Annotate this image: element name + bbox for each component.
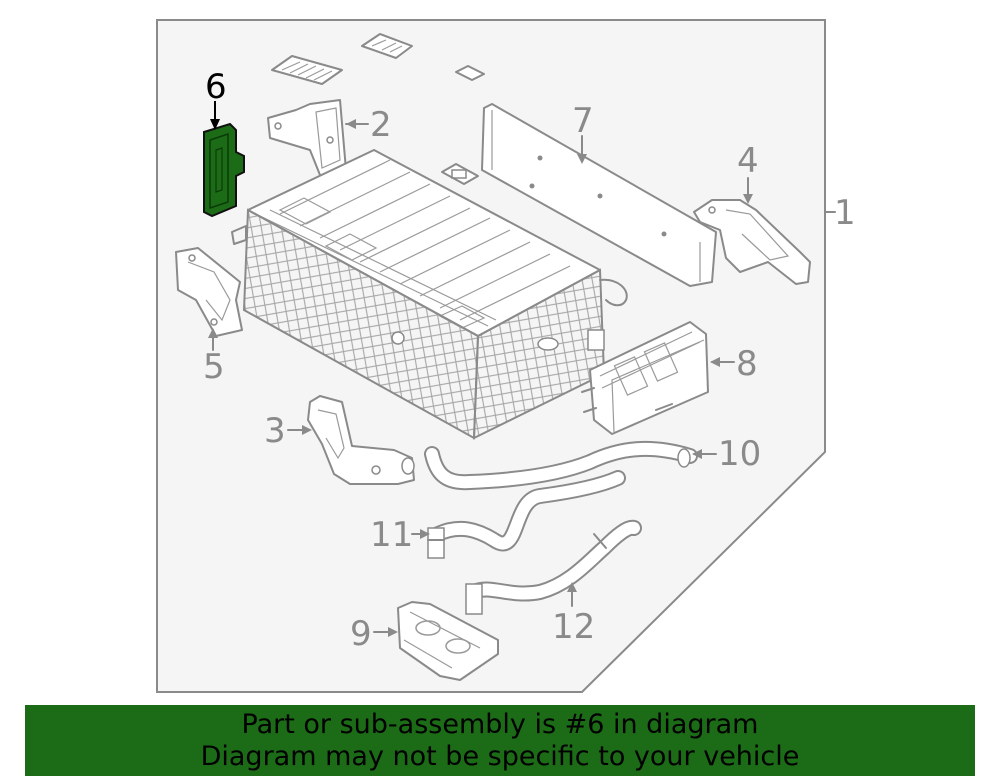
battery-pack [231, 149, 628, 440]
panel-part-7 [481, 103, 717, 287]
callout-8: 8 [736, 344, 758, 384]
pad-part-d [441, 163, 479, 185]
callout-7: 7 [572, 101, 594, 141]
callout-4: 4 [737, 141, 759, 181]
info-banner: Part or sub-assembly is #6 in diagram Di… [25, 705, 975, 776]
parts-diagram: 1 2 3 4 5 6 7 8 9 10 11 12 [156, 19, 856, 693]
callout-11: 11 [370, 515, 413, 555]
bracket-part-3 [307, 395, 415, 485]
callout-3: 3 [264, 411, 286, 451]
callout-5: 5 [203, 347, 225, 387]
tray-part-9 [397, 601, 499, 681]
pad-part-c [455, 65, 485, 81]
banner-line-2: Diagram may not be specific to your vehi… [200, 740, 800, 772]
callout-2: 2 [370, 105, 392, 145]
module-part-6 [203, 122, 245, 218]
banner-line-1: Part or sub-assembly is #6 in diagram [241, 708, 759, 740]
callout-10: 10 [718, 434, 761, 474]
bracket-part-4 [693, 199, 811, 285]
callout-9: 9 [350, 614, 372, 654]
callout-12: 12 [552, 607, 595, 647]
hose-part-12 [465, 519, 642, 615]
callout-6: 6 [205, 67, 227, 107]
hose-part-11 [427, 470, 626, 559]
callout-1: 1 [834, 193, 856, 233]
pad-part-a [271, 55, 343, 85]
module-part-8 [581, 321, 709, 435]
pad-part-b [361, 33, 413, 59]
hose-part-10 [424, 440, 698, 491]
bracket-part-5 [175, 247, 243, 337]
